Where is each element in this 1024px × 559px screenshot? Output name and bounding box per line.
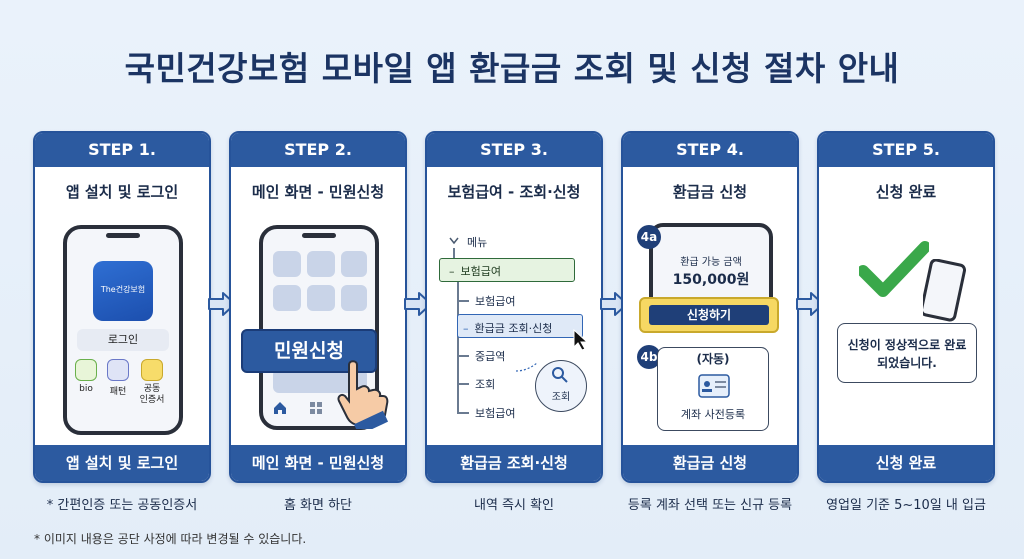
- footnote: * 이미지 내용은 공단 사정에 따라 변경될 수 있습니다.: [34, 532, 307, 546]
- menu-item[interactable]: 보험급여: [475, 407, 516, 420]
- step-5-footer: 신청 완료: [819, 445, 993, 481]
- step-4-card: STEP 4. 환급금 신청 환급 가능 금액 150,000원 4a 신청하기…: [621, 131, 799, 483]
- phone-mockup: The건강보험 로그인 bio 패턴 공동 인증서: [63, 225, 183, 435]
- step-5-caption: 영업일 기준 5~10일 내 입금: [826, 498, 986, 513]
- login-button[interactable]: 로그인: [77, 329, 169, 351]
- refund-amount-value: 150,000원: [672, 272, 750, 288]
- bio-label: bio: [79, 384, 93, 394]
- step-3-caption: 내역 즉시 확인: [473, 498, 555, 513]
- home-icon[interactable]: [273, 401, 287, 415]
- step-1-caption: * 간편인증 또는 공동인증서: [46, 498, 198, 513]
- menu-item[interactable]: 조회: [475, 378, 496, 391]
- app-name: The건강보험: [100, 285, 146, 294]
- search-lookup-label: 조회: [551, 392, 571, 403]
- page-title: 국민건강보험 모바일 앱 환급금 조회 및 신청 절차 안내: [124, 49, 900, 88]
- step-1-header: STEP 1.: [35, 133, 209, 167]
- account-register-label: 계좌 사전등록: [680, 408, 746, 421]
- bio-icon[interactable]: [75, 359, 97, 381]
- phone-mockup: [259, 225, 379, 430]
- phone-icon: [923, 259, 967, 322]
- chevron-down-icon: [449, 237, 459, 245]
- step-2-footer: 메인 화면 - 민원신청: [231, 445, 405, 481]
- step-3-card: STEP 3. 보험급여 - 조회·신청 메뉴 –보험급여 보험급여 –환급금 …: [425, 131, 603, 483]
- completion-message: 신청이 정상적으로 완료되었습니다.: [847, 338, 967, 370]
- menu-item-refund-label: –환급금 조회·신청: [463, 322, 553, 335]
- auto-label: (자동): [696, 352, 730, 366]
- menu-group-label: –보험급여: [449, 265, 501, 278]
- certificate-label: 공동 인증서: [139, 384, 165, 405]
- menu-group-benefits[interactable]: [439, 258, 575, 282]
- step-4-header: STEP 4.: [623, 133, 797, 167]
- checkmark-icon: [859, 241, 929, 297]
- refund-amount-label: 환급 가능 금액: [680, 257, 742, 268]
- completion-message-box: 신청이 정상적으로 완료되었습니다.: [837, 323, 977, 383]
- step-1-subtitle: 앱 설치 및 로그인: [65, 183, 179, 201]
- step-3-footer: 환급금 조회·신청: [427, 445, 601, 481]
- menu-item-refund-selected[interactable]: [457, 314, 583, 338]
- app-icon: The건강보험: [93, 261, 153, 321]
- search-lookup-button[interactable]: 조회: [535, 360, 587, 412]
- certificate-icon[interactable]: [141, 359, 163, 381]
- menu-root[interactable]: 메뉴: [467, 236, 488, 249]
- step-4a-badge: 4a: [637, 225, 661, 249]
- step-5-header: STEP 5.: [819, 133, 993, 167]
- hand-pointer-icon: [337, 360, 389, 429]
- step-4-footer: 환급금 신청: [623, 445, 797, 481]
- step-2-header: STEP 2.: [231, 133, 405, 167]
- step-3-subtitle: 보험급여 - 조회·신청: [447, 183, 581, 201]
- pattern-label: 패턴: [109, 387, 127, 397]
- dashed-connector: [515, 362, 538, 372]
- step-5-subtitle: 신청 완료: [875, 183, 937, 201]
- id-card-icon: [698, 374, 730, 398]
- apply-button[interactable]: 신청하기: [649, 305, 769, 325]
- step-4-subtitle: 환급금 신청: [672, 183, 748, 201]
- menu-item[interactable]: 중급역: [475, 350, 506, 363]
- step-2-card: STEP 2. 메인 화면 - 민원신청 민원신청 메인 화면 - 민원신청: [229, 131, 407, 483]
- menu-item[interactable]: 보험급여: [475, 295, 516, 308]
- cursor-icon: [573, 329, 589, 351]
- magnifier-icon: [552, 367, 568, 383]
- grid-icon[interactable]: [309, 401, 323, 415]
- pattern-icon[interactable]: [107, 359, 129, 381]
- step-1-card: STEP 1. 앱 설치 및 로그인 The건강보험 로그인 bio 패턴 공동…: [33, 131, 211, 483]
- step-1-footer: 앱 설치 및 로그인: [35, 445, 209, 481]
- step-3-header: STEP 3.: [427, 133, 601, 167]
- apply-button-frame: 신청하기: [639, 297, 779, 333]
- step-2-subtitle: 메인 화면 - 민원신청: [251, 183, 385, 201]
- account-register-box[interactable]: (자동) 계좌 사전등록: [657, 347, 769, 431]
- step-2-caption: 홈 화면 하단: [283, 498, 353, 513]
- step-5-card: STEP 5. 신청 완료 신청이 정상적으로 완료되었습니다. 신청 완료: [817, 131, 995, 483]
- step-4-caption: 등록 계좌 선택 또는 신규 등록: [627, 498, 793, 513]
